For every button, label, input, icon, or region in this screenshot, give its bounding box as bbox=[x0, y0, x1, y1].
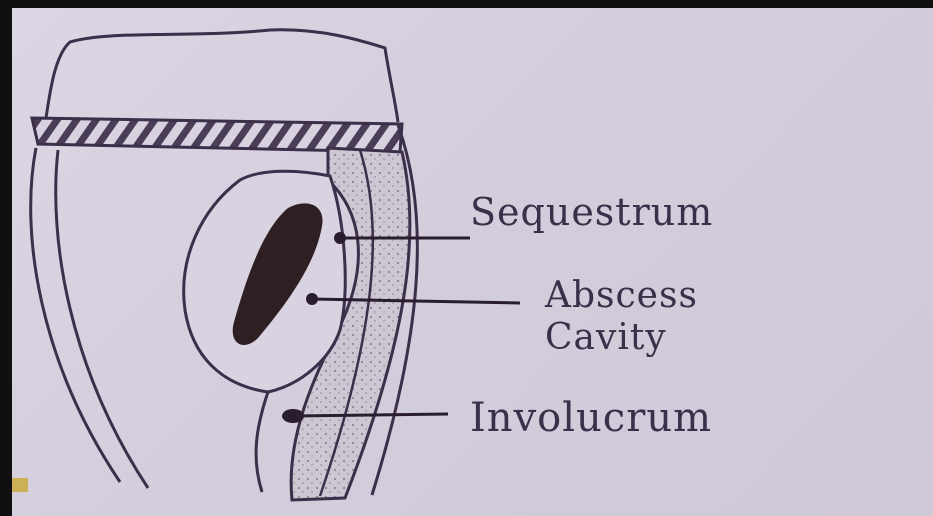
label-abscess-line1: Abscess bbox=[545, 275, 785, 317]
epiphysis-outline bbox=[45, 30, 398, 125]
label-abscess-cavity: Abscess Cavity bbox=[545, 275, 785, 359]
left-cortex-outer bbox=[31, 148, 120, 482]
growth-plate bbox=[32, 118, 402, 152]
shaft-inner-left bbox=[256, 392, 268, 492]
corner-mark bbox=[12, 478, 28, 492]
left-cortex-inner bbox=[56, 150, 148, 488]
label-involucrum: Involucrum bbox=[470, 395, 712, 441]
label-sequestrum: Sequestrum bbox=[470, 190, 713, 234]
label-abscess-line2: Cavity bbox=[545, 317, 785, 359]
